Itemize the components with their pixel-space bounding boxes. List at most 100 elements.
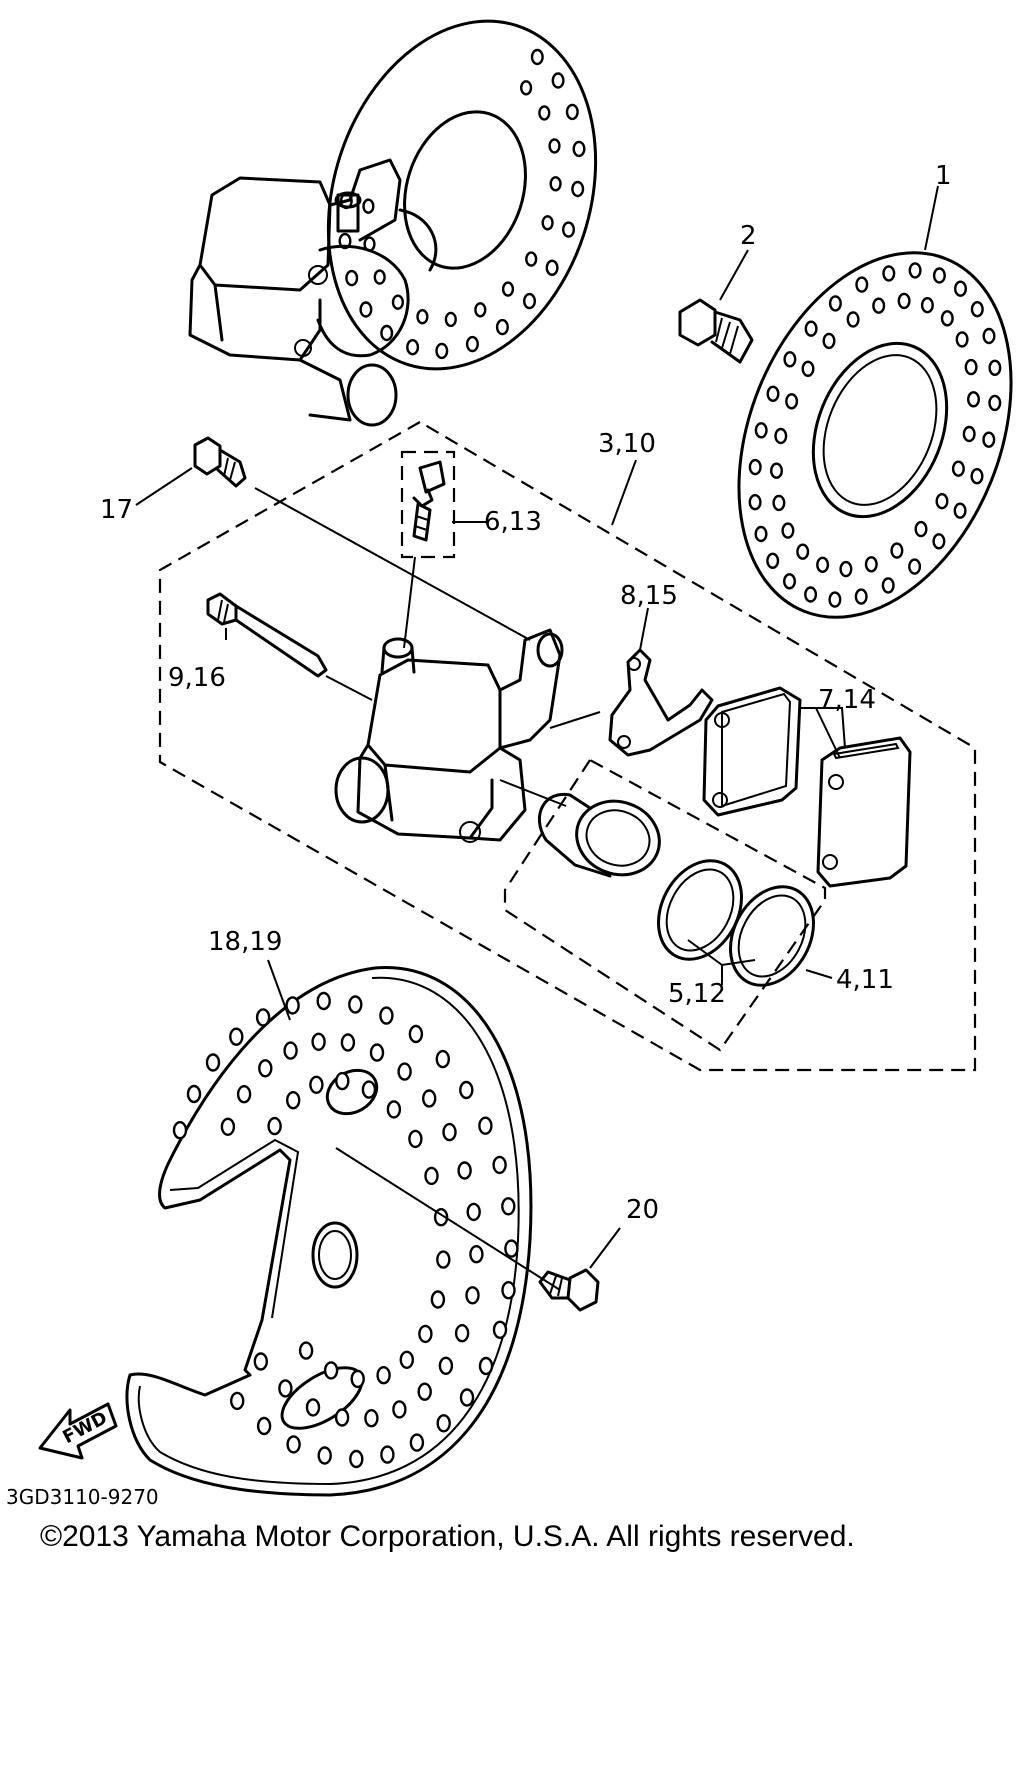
perforation-hole: [839, 560, 853, 578]
caliper-pin-part-9-16: [206, 592, 328, 678]
perforation-hole: [283, 1041, 298, 1060]
perforation-hole: [932, 533, 946, 550]
perforation-hole: [754, 525, 768, 543]
perforation-hole: [492, 1320, 508, 1340]
perforation-hole: [854, 588, 868, 605]
perforation-hole: [229, 1027, 244, 1046]
perforation-hole: [373, 269, 386, 285]
perforation-hole: [781, 522, 795, 539]
leader-7-14-b: [800, 707, 846, 749]
perforation-hole: [349, 1449, 364, 1469]
perforation-hole: [562, 221, 576, 238]
perforation-hole: [406, 339, 420, 356]
leader-8-15-centerline: [549, 711, 601, 729]
perforation-hole: [748, 494, 762, 511]
bleed-screw-part-6-13: [400, 450, 456, 559]
perforation-hole: [801, 360, 815, 377]
perforation-hole: [982, 431, 996, 448]
perforation-hole: [350, 1369, 365, 1389]
leader-4-11: [805, 969, 833, 979]
perforation-hole: [424, 1166, 439, 1186]
perforation-hole: [205, 1053, 221, 1072]
perforation-hole: [897, 292, 911, 310]
leader-17: [135, 467, 193, 506]
perforation-hole: [348, 995, 363, 1014]
leader-18-19: [267, 959, 291, 1021]
perforation-hole: [766, 552, 780, 569]
perforation-hole: [774, 427, 788, 445]
perforation-hole: [565, 103, 579, 121]
perforation-hole: [846, 311, 860, 328]
perforation-hole: [435, 342, 449, 360]
callout-18-19: 18,19: [208, 927, 282, 957]
leader-lines: [135, 185, 939, 1291]
perforation-hole: [457, 1161, 472, 1180]
perforation-hole: [408, 1024, 424, 1044]
perforation-hole: [278, 1379, 293, 1398]
perforation-hole: [785, 393, 799, 410]
bolt-part-17: [193, 436, 247, 488]
perforation-hole: [359, 301, 373, 318]
perforation-hole: [286, 1090, 301, 1110]
perforation-hole: [305, 1398, 321, 1417]
assembled-brake-disc: [326, 19, 598, 371]
callout-20: 20: [626, 1195, 659, 1225]
bolt-part-2: [678, 298, 754, 364]
perforation-hole: [253, 1352, 268, 1371]
perforation-hole: [822, 332, 836, 350]
perforation-hole: [783, 573, 797, 590]
perforation-hole: [478, 1116, 493, 1135]
perforation-hole: [172, 1120, 188, 1140]
perforation-hole: [465, 1286, 480, 1305]
perforation-hole: [492, 1155, 507, 1175]
perforation-hole: [309, 1075, 324, 1095]
leader-17-centerline: [254, 487, 531, 641]
perforation-hole: [418, 1324, 433, 1344]
perforation-hole: [914, 520, 928, 538]
perforation-hole: [908, 262, 922, 279]
perforation-hole: [362, 198, 375, 214]
perforation-hole: [828, 591, 842, 608]
perforation-hole: [953, 502, 967, 519]
perforation-hole: [855, 276, 869, 293]
callout-4-11: 4,11: [836, 965, 894, 995]
perforation-hole: [541, 215, 554, 231]
brake-disc-part-1: [737, 251, 1013, 619]
assembled-caliper: [188, 158, 438, 427]
perforation-hole: [229, 1391, 245, 1411]
perforation-hole: [255, 1008, 271, 1027]
perforation-hole: [380, 324, 394, 342]
leader-piston-centerline: [499, 779, 567, 807]
perforation-hole: [988, 359, 1002, 376]
perforation-hole: [964, 358, 978, 376]
perforation-hole: [442, 1122, 457, 1142]
perforation-hole: [804, 320, 818, 337]
perforation-hole: [435, 1049, 450, 1069]
perforation-hole: [298, 1341, 314, 1360]
leader-8-15: [639, 607, 649, 651]
copyright-notice: ©2013 Yamaha Motor Corporation, U.S.A. A…: [40, 1520, 855, 1553]
forward-direction-arrow: FWD: [38, 1402, 118, 1460]
perforation-hole: [967, 391, 981, 408]
perforation-hole: [828, 295, 842, 312]
perforation-hole: [530, 48, 544, 66]
callout-8-15: 8,15: [620, 581, 678, 611]
perforation-hole: [408, 1129, 423, 1149]
perforation-hole: [864, 556, 878, 573]
perforation-hole: [962, 425, 976, 443]
piston: [537, 792, 661, 878]
perforation-hole: [436, 1250, 451, 1269]
perforation-hole: [501, 1280, 516, 1300]
perforation-hole: [549, 176, 562, 192]
leader-7-14-a: [815, 707, 841, 759]
perforation-hole: [796, 543, 810, 560]
perforation-hole: [519, 80, 533, 96]
perforation-hole: [988, 394, 1002, 412]
perforation-hole: [258, 1059, 273, 1078]
perforation-hole: [436, 1414, 451, 1433]
perforation-hole: [416, 309, 429, 325]
perforation-hole: [430, 1290, 446, 1309]
perforation-hole: [970, 468, 984, 485]
perforation-hole: [334, 1408, 350, 1427]
